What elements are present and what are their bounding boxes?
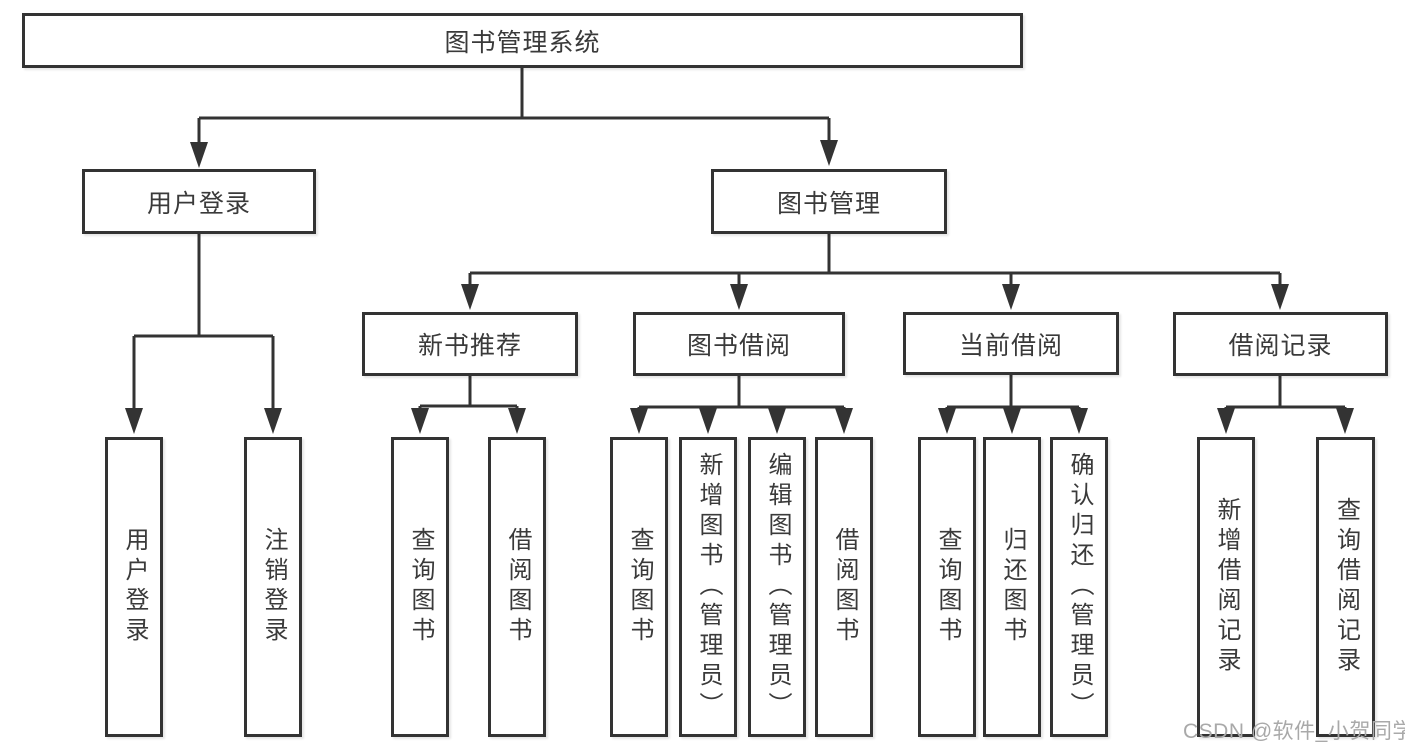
arrowhead-book-management [820, 140, 838, 166]
leaf-nb-borrow-books: 借阅图书 [488, 437, 546, 737]
leaf-br-query-borrow-record: 查询借阅记录 [1316, 437, 1375, 737]
leaf-nb-query-books-label: 查询图书 [407, 527, 434, 647]
arrowhead-bb-add-books [699, 408, 717, 434]
arrowhead-cb-confirm-return [1070, 408, 1088, 434]
leaf-cb-query-books-label: 查询图书 [934, 527, 961, 647]
leaf-br-add-borrow-record-label: 新增借阅记录 [1213, 497, 1240, 677]
leaf-bb-edit-books-admin: 编辑图书（管理员） [748, 437, 806, 737]
arrowhead-cb-return-books [1003, 408, 1021, 434]
arrowhead-nb-borrow-books [508, 408, 526, 434]
leaf-bb-add-books-admin: 新增图书（管理员） [679, 437, 737, 737]
node-current-borrowing: 当前借阅 [903, 312, 1119, 375]
arrowhead-br-add-record [1217, 408, 1235, 434]
leaf-bb-query-books-label: 查询图书 [626, 527, 653, 647]
connector-root-to-level2 [197, 68, 831, 146]
connector-current-borrowing-to-leaves [945, 375, 1081, 412]
leaf-bb-add-books-admin-label: 新增图书（管理员） [695, 452, 722, 722]
arrowhead-leaf-user-login [125, 408, 143, 434]
arrowhead-bb-borrow-books [835, 408, 853, 434]
connector-book-borrowing-to-leaves [637, 376, 846, 412]
leaf-nb-query-books: 查询图书 [391, 437, 449, 737]
node-root-system: 图书管理系统 [22, 13, 1023, 68]
node-book-management-label: 图书管理 [776, 189, 881, 218]
node-borrowing-records: 借阅记录 [1173, 312, 1388, 376]
arrowhead-current-borrowing [1002, 284, 1020, 310]
arrowhead-user-login [190, 142, 208, 168]
arrowhead-new-book-recommendation [461, 284, 479, 310]
leaf-cb-return-books: 归还图书 [983, 437, 1041, 737]
arrowhead-br-query-record [1336, 408, 1354, 434]
leaf-user-login: 用户登录 [105, 437, 163, 737]
node-book-management: 图书管理 [711, 169, 947, 234]
leaf-bb-query-books: 查询图书 [610, 437, 668, 737]
connector-book-management-to-level3 [468, 234, 1282, 288]
node-book-borrowing-label: 图书借阅 [686, 332, 791, 360]
connector-new-book-to-leaves [418, 376, 519, 412]
node-current-borrowing-label: 当前借阅 [958, 331, 1063, 360]
leaf-cb-confirm-return-admin-label: 确认归还（管理员） [1066, 452, 1093, 722]
leaf-nb-borrow-books-label: 借阅图书 [504, 527, 531, 647]
connector-user-login-to-leaves [132, 234, 275, 410]
csdn-watermark: CSDN @软件_小贺同学 [1183, 720, 1405, 743]
leaf-cb-return-books-label: 归还图书 [999, 527, 1026, 647]
leaf-bb-borrow-books: 借阅图书 [815, 437, 873, 737]
arrowhead-bb-query-books [630, 408, 648, 434]
leaf-logout-label: 注销登录 [260, 527, 287, 647]
node-user-login: 用户登录 [82, 169, 316, 234]
arrowhead-book-borrowing [730, 284, 748, 310]
node-user-login-label: 用户登录 [146, 189, 251, 218]
node-borrowing-records-label: 借阅记录 [1228, 332, 1333, 360]
arrowhead-cb-query-books [938, 408, 956, 434]
arrowhead-borrowing-records [1271, 284, 1289, 310]
leaf-br-add-borrow-record: 新增借阅记录 [1197, 437, 1255, 737]
arrowhead-leaf-logout [264, 408, 282, 434]
leaf-cb-query-books: 查询图书 [918, 437, 976, 737]
node-new-book-recommendation: 新书推荐 [362, 312, 578, 376]
leaf-cb-confirm-return-admin: 确认归还（管理员） [1050, 437, 1108, 737]
node-new-book-recommendation-label: 新书推荐 [417, 332, 522, 360]
leaf-br-query-borrow-record-label: 查询借阅记录 [1332, 497, 1360, 677]
arrowhead-bb-edit-books [768, 408, 786, 434]
arrowhead-nb-query-books [411, 408, 429, 434]
node-book-borrowing: 图书借阅 [633, 312, 845, 376]
connector-borrowing-records-to-leaves [1224, 376, 1347, 412]
leaf-logout: 注销登录 [244, 437, 302, 737]
leaf-bb-borrow-books-label: 借阅图书 [831, 527, 858, 647]
node-root-system-label: 图书管理系统 [444, 28, 601, 57]
leaf-bb-edit-books-admin-label: 编辑图书（管理员） [764, 452, 791, 722]
leaf-user-login-label: 用户登录 [121, 527, 148, 647]
